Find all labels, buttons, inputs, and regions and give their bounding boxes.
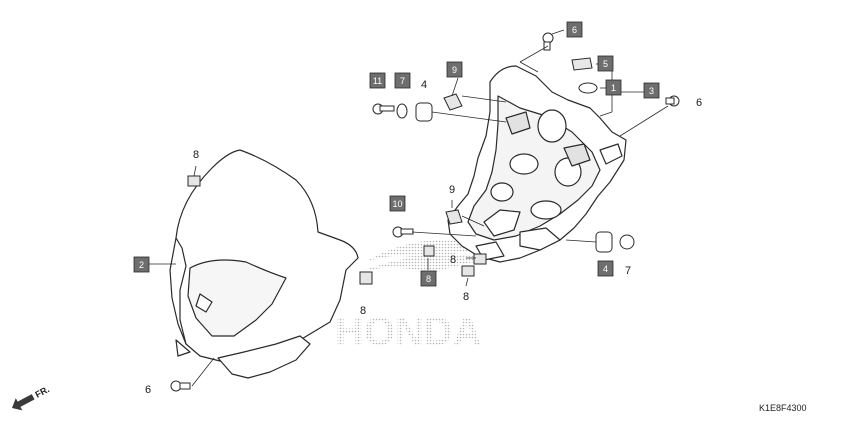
label-7-bottom: 7 (625, 265, 631, 277)
svg-text:8: 8 (426, 274, 431, 284)
label-6-right: 6 (696, 97, 702, 109)
label-4-top: 4 (421, 79, 427, 91)
svg-text:5: 5 (603, 59, 608, 69)
svg-text:4: 4 (603, 264, 608, 274)
svg-text:10: 10 (392, 199, 402, 209)
front-direction-arrow: FR. (12, 384, 51, 411)
callout-box-3: 3 (643, 82, 660, 99)
callout-box-7-top: 7 (394, 72, 411, 89)
svg-text:7: 7 (400, 76, 405, 86)
hardware-parts (170, 32, 680, 392)
leader-lines (148, 29, 669, 387)
label-8-left: 8 (193, 149, 199, 161)
svg-text:11: 11 (373, 76, 382, 86)
label-6-bottom: 6 (145, 384, 151, 396)
callout-box-8: 8 (420, 270, 437, 287)
callout-box-6-top: 6 (566, 21, 583, 38)
svg-text:2: 2 (139, 260, 144, 270)
svg-text:3: 3 (649, 86, 654, 96)
front-cover-windscreen (169, 149, 359, 379)
fr-label: FR. (33, 384, 50, 400)
svg-text:1: 1 (611, 83, 616, 93)
label-8-lower: 8 (463, 291, 469, 303)
callout-box-10: 10 (389, 195, 406, 212)
svg-text:6: 6 (572, 25, 577, 35)
callout-box-5: 5 (597, 55, 614, 72)
callout-box-4-bottom: 4 (597, 260, 614, 277)
callout-box-1: 1 (605, 79, 622, 96)
watermark-text: HONDA (335, 310, 482, 354)
callout-box-2: 2 (133, 256, 150, 273)
callout-box-9: 9 (446, 61, 463, 78)
diagram-code: K1E8F4300 (759, 403, 807, 413)
svg-text:9: 9 (452, 65, 457, 75)
label-8-center: 8 (450, 254, 456, 266)
label-8-bottom: 8 (360, 305, 366, 317)
label-9-middle: 9 (449, 184, 455, 196)
callout-box-11: 11 (369, 72, 386, 89)
